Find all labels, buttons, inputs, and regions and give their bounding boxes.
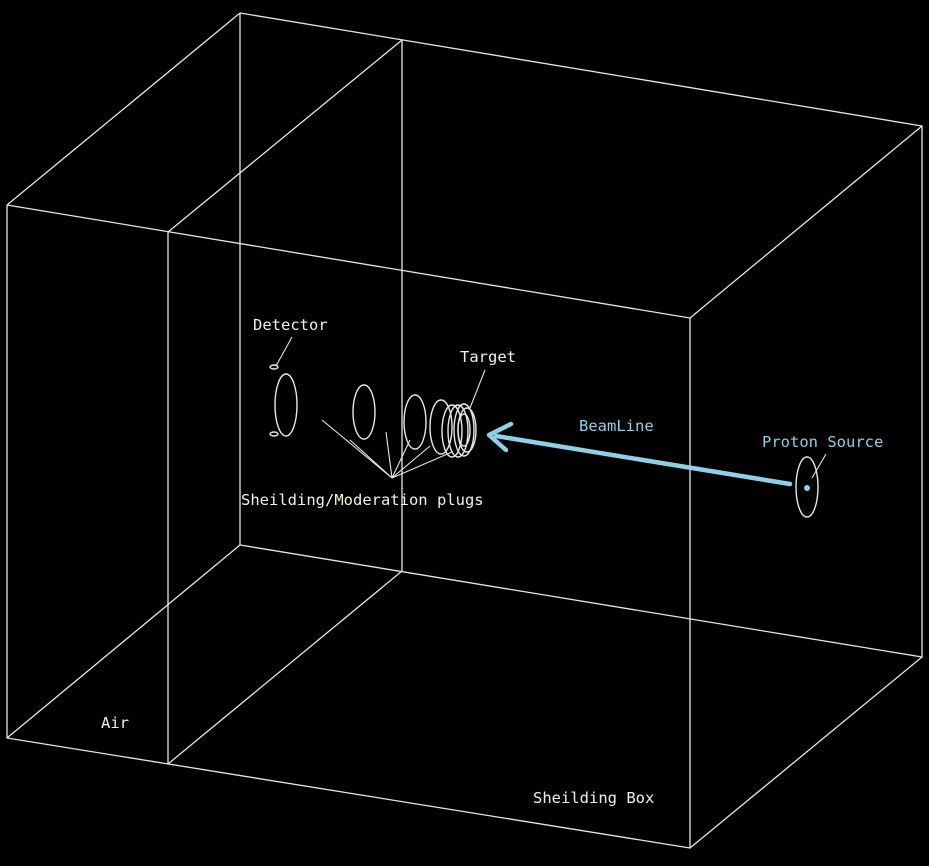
detector-label: Detector [253, 316, 328, 334]
shielding-plug [352, 384, 376, 440]
plugs-leader-lines [321, 419, 453, 479]
shielding-plug [403, 394, 427, 450]
proton-source-disk [795, 456, 819, 518]
proton-source-label: Proton Source [762, 433, 883, 451]
air-region-partition [167, 39, 403, 765]
detector-leader [275, 336, 293, 367]
shielding-box-back-face [239, 12, 923, 658]
detector-disk [269, 364, 298, 437]
beamline-arrow [486, 421, 793, 487]
shielding-plug [429, 399, 453, 455]
shielding-box-label: Sheilding Box [533, 789, 654, 807]
target-assembly [441, 403, 477, 458]
target-leader [469, 369, 486, 409]
air-label: Air [101, 714, 129, 732]
proton-source-leader [811, 453, 827, 479]
target-label: Target [460, 348, 516, 366]
beamline-label: BeamLine [579, 417, 654, 435]
shielding-box-front-face [6, 204, 691, 849]
plugs-label: Sheilding/Moderation plugs [241, 491, 484, 509]
shielding-box-edges [6, 12, 923, 849]
